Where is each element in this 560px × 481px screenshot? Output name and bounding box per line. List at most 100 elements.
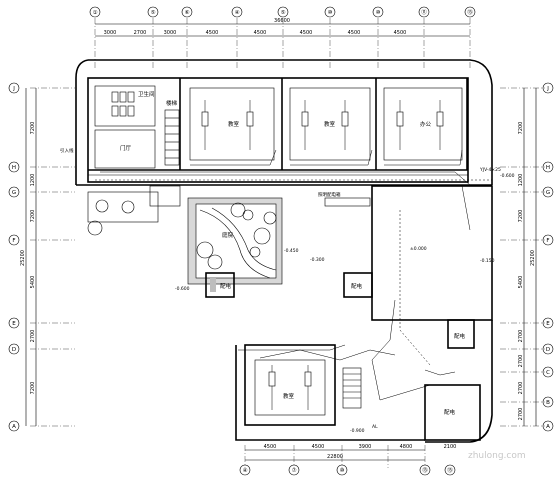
dim-left-1: 7200 <box>30 122 36 135</box>
dim-top-3: 3000 <box>164 30 177 36</box>
dim-right-4: 5400 <box>518 276 524 289</box>
dim-right-5: 2700 <box>518 330 524 343</box>
note-level-c: -0.300 <box>310 257 325 263</box>
room-lobby-label: 门厅 <box>120 144 132 152</box>
axis-left-H: H <box>12 165 16 171</box>
axis-bottom-4: ⑬ <box>422 466 428 474</box>
room-bottom-label: 教室 <box>283 392 295 400</box>
dim-bottom-1: 4500 <box>264 444 277 450</box>
axis-right-D: D <box>546 347 550 353</box>
dim-left-total: 25200 <box>20 250 26 266</box>
room-office-1-label: 教室 <box>228 120 240 128</box>
axis-right-E: E <box>546 321 550 327</box>
axis-top-5: ⑤ <box>281 10 286 16</box>
axis-top-3: ⑥ <box>185 10 190 16</box>
axis-top-7: ⑩ <box>376 9 381 16</box>
building-outline <box>75 59 493 443</box>
note-level-f: -0.600 <box>175 286 190 292</box>
axis-top-4: ④ <box>235 10 240 16</box>
dim-right-7: 2700 <box>518 382 524 395</box>
room-courtyard-label: 庭院 <box>222 231 234 239</box>
dim-top-4: 4500 <box>206 30 219 36</box>
north-block: 教室 教室 办公 卫生间 楼梯 门厅 <box>60 77 515 186</box>
dim-bottom-4: 4800 <box>400 444 413 450</box>
axis-top-1: ① <box>93 10 98 16</box>
south-block: 教室 配电 -0.900 AL <box>235 299 481 441</box>
dim-top-7: 4500 <box>348 30 361 36</box>
room-office-3-label: 办公 <box>420 120 432 128</box>
axis-top-2: ⑤ <box>151 10 156 16</box>
lamp-row <box>201 100 444 150</box>
dim-top-total: 36600 <box>274 18 290 24</box>
right-axis-bubbles: J H G F E D C B A 25200 7200 1200 7200 5… <box>518 82 554 432</box>
equip-1-label: 配电 <box>220 282 232 290</box>
equip-3-label: 配电 <box>454 332 466 340</box>
axis-left-F: F <box>12 238 15 244</box>
axis-top-8: ⑪ <box>421 8 427 16</box>
dim-right-total: 25200 <box>530 250 536 266</box>
axis-top-6: ⑩ <box>328 9 333 16</box>
equip-2-label: 配电 <box>351 282 363 290</box>
axis-top-9: ⑬ <box>467 8 473 16</box>
dim-bottom-2: 4500 <box>312 444 325 450</box>
dim-bottom-total: 22800 <box>327 454 343 460</box>
note-cable: YJV-4×25 <box>479 167 501 173</box>
dim-top-8: 4500 <box>394 30 407 36</box>
note-level-g: -0.900 <box>350 428 365 434</box>
dim-left-5: 2700 <box>30 330 36 343</box>
axis-right-F: F <box>546 238 549 244</box>
equipment-boxes: 配电 配电 配电 -0.600 <box>175 272 475 349</box>
dim-left-2: 1200 <box>30 174 36 187</box>
bottom-axis-bubbles: 4500 4500 3900 4800 2100 22800 ④ ⑦ ⑩ ⑬ ⑮ <box>239 444 457 476</box>
dim-top-5: 4500 <box>254 30 267 36</box>
axis-left-A: A <box>12 424 16 430</box>
room-office-2-label: 教室 <box>324 120 336 128</box>
axis-right-G: G <box>546 190 550 196</box>
axis-bottom-5: ⑮ <box>447 466 453 474</box>
note-level-e: -0.150 <box>480 258 495 264</box>
axis-left-E: E <box>12 321 16 327</box>
dim-left-6: 7200 <box>30 382 36 395</box>
dim-left-3: 7200 <box>30 210 36 223</box>
axis-right-A: A <box>546 424 550 430</box>
axis-left-G: G <box>12 190 16 196</box>
axis-grid <box>30 18 545 468</box>
axis-right-C: C <box>546 370 550 376</box>
dim-top-2: 2700 <box>134 30 147 36</box>
note-level-d: ±0.000 <box>410 246 427 252</box>
dim-right-6: 2700 <box>518 355 524 368</box>
east-hall: ±0.000 -0.150 照明配电箱 <box>318 185 495 366</box>
top-dimensions: 36600 3000 2700 3000 4500 4500 4500 4500… <box>95 18 470 37</box>
dim-right-8: 2700 <box>518 408 524 421</box>
left-axis-bubbles: J H G F E D A 25200 7200 1200 7200 5400 … <box>8 82 37 432</box>
axis-bottom-2: ⑦ <box>292 467 297 474</box>
note-box-al: AL <box>372 424 378 430</box>
axis-right-B: B <box>546 400 550 406</box>
room-stair-label: 楼梯 <box>166 99 178 107</box>
axis-bottom-1: ④ <box>243 468 248 474</box>
courtyard: 庭院 -0.450 -0.300 <box>187 197 325 285</box>
axis-bottom-3: ⑩ <box>340 467 345 474</box>
dim-left-4: 5400 <box>30 276 36 289</box>
west-planting <box>87 185 181 236</box>
axis-left-D: D <box>12 347 16 353</box>
dim-right-2: 1200 <box>518 174 524 187</box>
watermark: zhulong.com <box>468 451 526 461</box>
axis-right-J: J <box>546 86 549 92</box>
note-level-a: -0.600 <box>500 173 515 179</box>
note-box: 照明配电箱 <box>318 191 341 198</box>
dim-bottom-5: 2100 <box>444 444 457 450</box>
dim-bottom-3: 3900 <box>359 444 372 450</box>
note-entry: 引入线 <box>60 147 74 154</box>
dim-top-6: 4500 <box>300 30 313 36</box>
axis-left-J: J <box>12 86 15 92</box>
dim-right-1: 7200 <box>518 122 524 135</box>
axis-right-H: H <box>546 165 550 171</box>
dim-right-3: 7200 <box>518 210 524 223</box>
room-toilet-label: 卫生间 <box>138 90 155 98</box>
top-axis-bubbles: ① ⑤ ⑥ ④ ⑤ ⑩ ⑩ ⑪ ⑬ <box>89 6 476 18</box>
room-corner-label: 配电 <box>444 408 456 416</box>
dim-top-1: 3000 <box>104 30 117 36</box>
note-level-b: -0.450 <box>284 248 299 254</box>
